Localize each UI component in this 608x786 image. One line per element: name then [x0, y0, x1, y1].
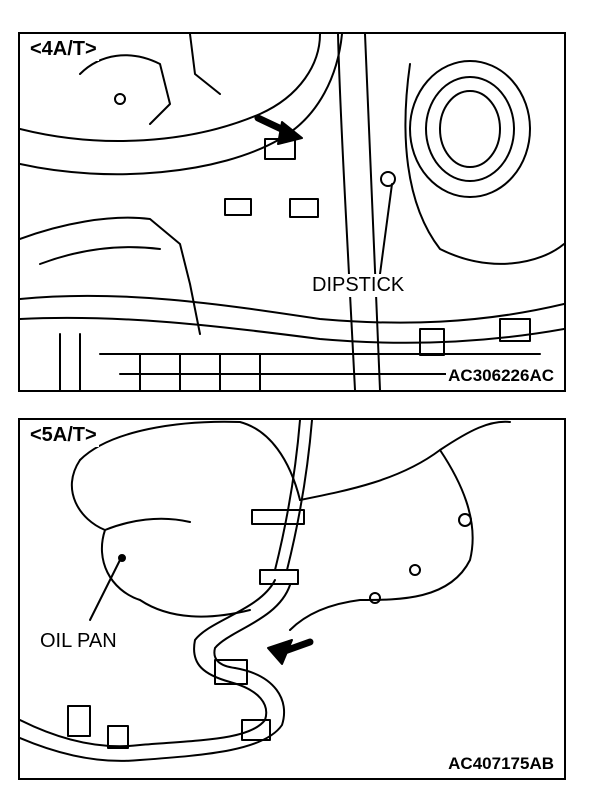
- figure-code: AC306226AC: [446, 366, 556, 386]
- variant-label: <4A/T>: [28, 38, 99, 61]
- figure-code: AC407175AB: [446, 754, 556, 774]
- transmission-drawing: [20, 420, 511, 762]
- variant-label: <5A/T>: [28, 424, 99, 447]
- figure-5at-panel: <5A/T> OIL PAN AC407175AB: [18, 418, 566, 780]
- figure-4at-panel: <4A/T> DIPSTICK AC306226AC: [18, 32, 566, 392]
- engine-bay-drawing: [20, 34, 564, 390]
- oil-pan-callout: OIL PAN: [38, 630, 119, 653]
- dipstick-callout: DIPSTICK: [310, 274, 407, 297]
